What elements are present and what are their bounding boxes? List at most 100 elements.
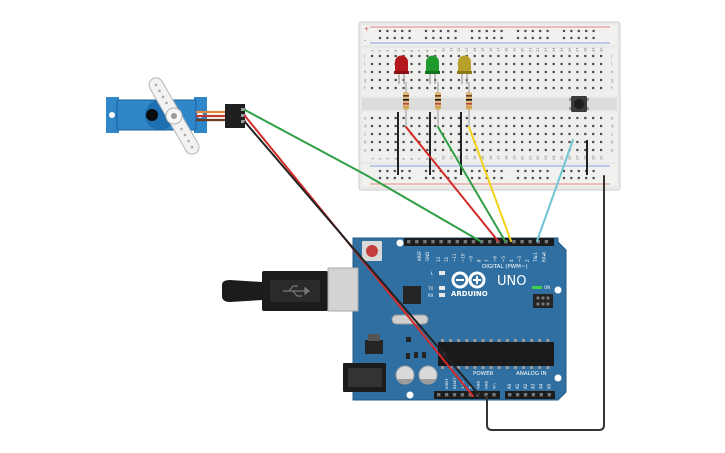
reset-button[interactable] [362, 241, 382, 261]
header-pin[interactable] [437, 393, 441, 397]
column-number: 13 [465, 155, 469, 160]
digital-pin-label: ~10 [460, 253, 465, 262]
header-pin[interactable] [479, 240, 484, 244]
column-number: 18 [505, 47, 509, 52]
row-letter: c [364, 132, 366, 137]
analog-pin-label: A3 [531, 383, 536, 389]
row-letter: b [364, 140, 367, 145]
usb-b-connector [327, 267, 359, 312]
header-pin[interactable] [488, 240, 492, 244]
wire-ground-loop[interactable] [486, 175, 605, 431]
power-pin-label: GND [485, 381, 489, 389]
header-pin[interactable] [531, 393, 536, 397]
header-pin[interactable] [460, 393, 465, 397]
header-pin[interactable] [452, 393, 457, 397]
column-number: 6 [410, 157, 414, 160]
column-number: 22 [536, 47, 540, 52]
header-pin[interactable] [508, 393, 512, 397]
column-number: 1 [370, 50, 374, 52]
header-pin[interactable] [544, 240, 549, 244]
servo-motor[interactable] [106, 75, 246, 157]
column-number: 9 [434, 157, 438, 160]
header-pin[interactable] [463, 240, 468, 244]
capacitor-left [395, 365, 415, 385]
servo-connector [225, 104, 245, 128]
resistor-yellow-led[interactable] [466, 82, 472, 126]
row-letter: i [364, 62, 365, 67]
led-green[interactable] [425, 55, 440, 85]
header-pin[interactable] [515, 393, 520, 397]
analog-pin-header[interactable] [505, 391, 555, 399]
column-number: 16 [489, 47, 493, 52]
brand-label: ARDUINO [451, 290, 488, 298]
row-letter: g [364, 78, 367, 83]
column-number: 14 [473, 155, 477, 160]
column-number: 11 [449, 155, 453, 160]
column-number: 9 [434, 49, 438, 52]
analog-pin-label: A5 [547, 383, 552, 389]
digital-pin-label: 4 [509, 259, 514, 262]
wire-red-led[interactable] [405, 126, 499, 242]
column-number: 14 [473, 47, 477, 52]
led-yellow[interactable] [457, 55, 472, 85]
header-pin[interactable] [512, 240, 516, 244]
wires [244, 109, 605, 431]
wire-servo-ground[interactable] [244, 121, 481, 397]
column-number: 28 [584, 47, 588, 52]
digital-pin-label: ~5 [501, 256, 506, 262]
column-number: 22 [536, 155, 540, 160]
resistor-red-led[interactable] [403, 82, 409, 126]
push-button[interactable] [569, 96, 589, 112]
header-pin[interactable] [471, 240, 476, 244]
header-pin[interactable] [492, 393, 496, 397]
resistor-green-led[interactable] [435, 82, 441, 126]
usb-cable[interactable] [222, 267, 359, 312]
power-pin-label: RESET [453, 377, 457, 389]
column-number: 12 [457, 47, 461, 52]
column-number: 25 [560, 155, 564, 160]
row-letter: a [611, 148, 614, 153]
row-letter: d [364, 124, 367, 129]
led-red[interactable] [394, 55, 409, 85]
analog-pin-label: A1 [515, 383, 520, 389]
column-number: 25 [560, 47, 564, 52]
wire-button[interactable] [536, 139, 574, 242]
header-pin[interactable] [523, 393, 528, 397]
column-number: 10 [441, 155, 445, 160]
header-pin[interactable] [528, 240, 532, 244]
header-pin[interactable] [439, 240, 443, 244]
header-pin[interactable] [484, 393, 488, 397]
header-pin[interactable] [536, 240, 540, 244]
digital-pin-header[interactable] [404, 238, 554, 246]
header-pin[interactable] [539, 393, 543, 397]
column-number: 21 [528, 155, 532, 160]
header-pin[interactable] [444, 393, 449, 397]
column-number: 16 [489, 155, 493, 160]
header-pin[interactable] [504, 240, 508, 244]
power-jack[interactable] [343, 363, 386, 392]
column-number: 7 [418, 50, 422, 52]
header-pin[interactable] [520, 240, 524, 244]
column-number: 3 [386, 50, 390, 52]
column-number: 2 [378, 158, 382, 160]
wire-green-led[interactable] [437, 126, 506, 242]
power-pin-label: GND [477, 381, 481, 389]
header-pin[interactable] [547, 393, 551, 397]
header-pin[interactable] [468, 393, 472, 397]
header-pin[interactable] [415, 240, 419, 244]
wire-yellow-led[interactable] [468, 126, 512, 242]
column-number: 8 [426, 157, 430, 160]
column-number: 21 [528, 47, 532, 52]
wire-servo-signal[interactable] [244, 109, 481, 242]
power-pin-header[interactable] [434, 391, 500, 399]
column-number: 15 [481, 155, 485, 160]
servo-horn[interactable] [146, 75, 203, 157]
header-pin[interactable] [423, 240, 427, 244]
header-pin[interactable] [447, 240, 451, 244]
header-pin[interactable] [431, 240, 435, 244]
header-pin[interactable] [407, 240, 411, 244]
header-pin[interactable] [455, 240, 459, 244]
rail-plus-label: + [364, 26, 369, 33]
